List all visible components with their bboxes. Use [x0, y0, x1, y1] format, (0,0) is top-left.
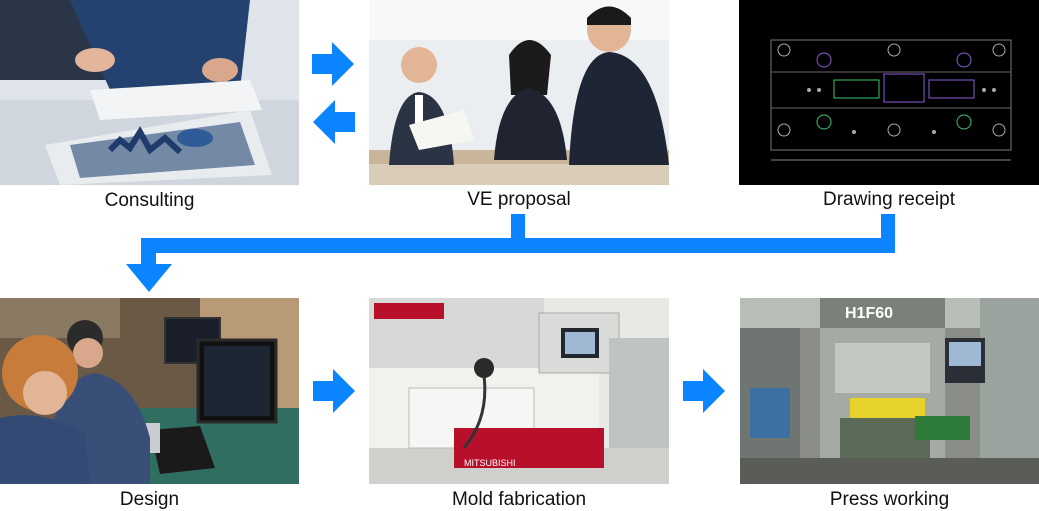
press-working-photo: H1F60 — [740, 298, 1039, 484]
flow-connector — [126, 214, 906, 294]
right-arrow-icon — [313, 369, 355, 413]
step-label-drawing-receipt: Drawing receipt — [823, 189, 955, 210]
right-arrow-icon — [312, 42, 354, 86]
drawing-receipt-photo — [739, 0, 1039, 185]
step-label-mold-fabrication: Mold fabrication — [451, 489, 587, 510]
mold-brand-text: MITSUBISHI — [464, 458, 516, 468]
press-model-text: H1F60 — [845, 305, 893, 322]
consulting-photo — [0, 0, 299, 185]
step-label-press-working: Press working — [829, 489, 950, 510]
step-label-design: Design — [119, 489, 180, 510]
mold-fabrication-photo: MITSUBISHI — [369, 298, 669, 484]
ve-proposal-photo — [369, 0, 669, 185]
step-label-ve-proposal: VE proposal — [467, 189, 571, 210]
left-arrow-icon — [313, 100, 355, 144]
design-photo — [0, 298, 299, 484]
right-arrow-icon — [683, 369, 725, 413]
step-label-consulting: Consulting — [104, 190, 195, 211]
